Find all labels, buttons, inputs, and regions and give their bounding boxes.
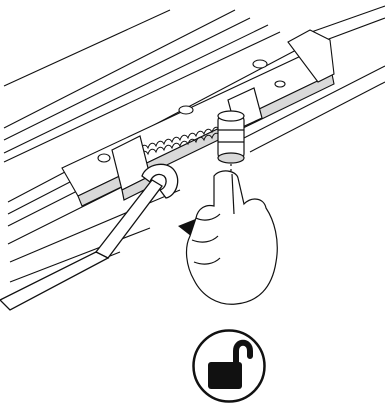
mechanism-illustration [0,0,385,320]
lock-open-icon [190,327,268,405]
hand [187,171,278,304]
track-housing [62,30,334,206]
